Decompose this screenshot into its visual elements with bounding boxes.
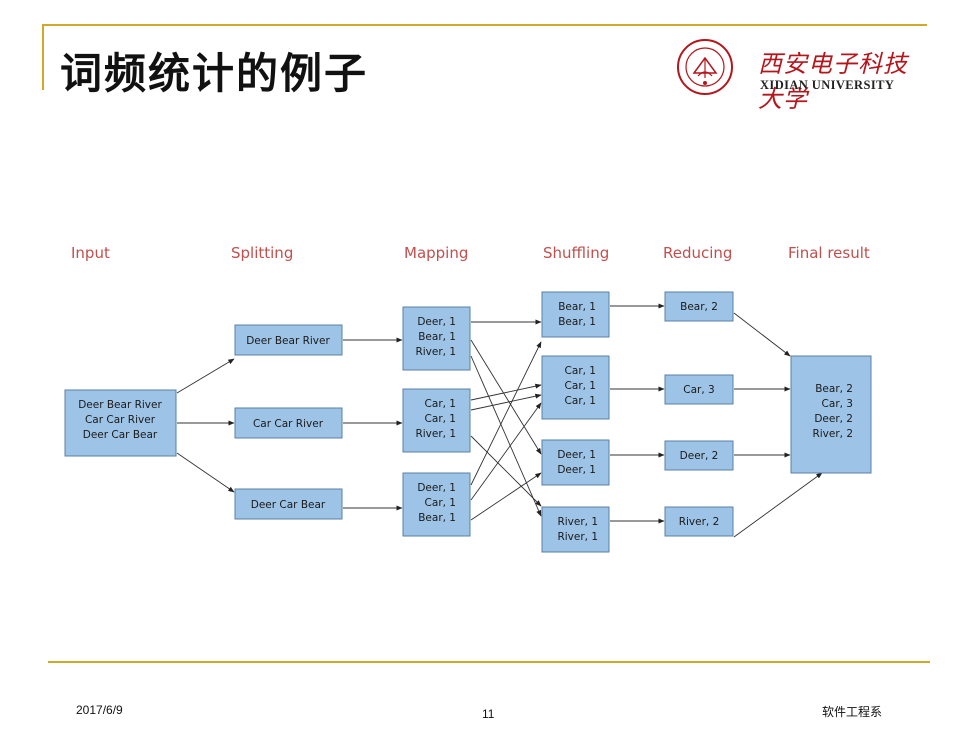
reduce-box-deer: Deer, 2 [664,440,734,471]
final-pair: Car, 3 [822,398,853,410]
shuffle-pair: Bear, 1 [558,301,596,313]
slide-title: 词频统计的例子 [60,49,369,98]
edge-map1-deer [470,339,542,455]
shuffle-pair: Car, 1 [565,365,596,377]
shuffle-pair: River, 1 [557,531,598,543]
input-box: Deer Bear River Car Car River Deer Car B… [64,389,177,457]
stage-label-mapping: Mapping [404,244,468,262]
final-pair: Bear, 2 [815,383,853,395]
edge-map3-bear [470,341,542,486]
edge-reduce-river-final [733,472,823,538]
shuffle-pair: Deer, 1 [557,464,596,476]
edge-input-split3 [176,452,235,493]
edge-map3-car [470,402,542,501]
edge-map2-car-a [470,383,542,401]
footer-department: 软件工程系 [822,705,883,719]
input-line: Car Car River [85,414,156,426]
map-pair: Deer, 1 [417,482,456,494]
split-box-2: Car Car River [234,407,343,439]
map-pair: Car, 1 [425,398,456,410]
split-text: Deer Car Bear [251,499,326,511]
edges [176,303,823,538]
map-pair: River, 1 [415,346,456,358]
stage-label-splitting: Splitting [231,244,293,262]
map-pair: River, 1 [415,428,456,440]
edge-map3-deer [470,472,542,521]
shuffle-box-bear: Bear, 1 Bear, 1 [541,291,610,338]
bottom-rule [48,661,930,663]
shuffle-box-river: River, 1 River, 1 [541,506,610,553]
map-pair: Bear, 1 [418,331,456,343]
footer-date: 2017/6/9 [76,703,123,717]
map-pair: Car, 1 [425,497,456,509]
shuffle-box-deer: Deer, 1 Deer, 1 [541,439,610,486]
edge-map2-river [470,435,542,507]
final-pair: Deer, 2 [814,413,853,425]
reduce-pair: Car, 3 [683,384,714,396]
university-name-en: XIDIAN UNIVERSITY [760,78,895,92]
stage-label-shuffling: Shuffling [543,244,609,262]
reduce-pair: Bear, 2 [680,301,718,313]
stage-label-reducing: Reducing [663,244,732,262]
title-accent-bar [42,24,44,90]
map-box-3: Deer, 1 Car, 1 Bear, 1 [402,472,471,537]
split-text: Deer Bear River [246,335,330,347]
map-pair: Bear, 1 [418,512,456,524]
reduce-pair: River, 2 [679,516,720,528]
stage-label-final-result: Final result [788,244,870,262]
split-box-1: Deer Bear River [234,324,343,356]
split-box-3: Deer Car Bear [234,488,343,520]
reduce-box-bear: Bear, 2 [664,291,734,322]
university-name-cn: 西安电子科技大学 [758,50,908,113]
shuffle-pair: Car, 1 [565,380,596,392]
input-line: Deer Car Bear [83,429,158,441]
shuffle-box-car: Car, 1 Car, 1 Car, 1 [541,355,610,420]
shuffle-pair: Bear, 1 [558,316,596,328]
split-text: Car Car River [253,418,324,430]
final-pair: River, 2 [812,428,853,440]
edge-map2-car-b [470,393,542,411]
university-logo: 西安电子科技大学 XIDIAN UNIVERSITY [676,34,926,113]
top-rule [42,24,927,26]
edge-reduce-bear-final [733,312,791,357]
footer-page-number: 11 [482,707,495,721]
shuffle-pair: Deer, 1 [557,449,596,461]
map-pair: Car, 1 [425,413,456,425]
reduce-pair: Deer, 2 [680,450,719,462]
stage-label-input: Input [71,244,110,262]
map-pair: Deer, 1 [417,316,456,328]
input-line: Deer Bear River [78,399,162,411]
map-box-2: Car, 1 Car, 1 River, 1 [402,388,471,453]
map-box-1: Deer, 1 Bear, 1 River, 1 [402,306,471,371]
edge-map1-river [470,355,542,517]
shuffle-pair: Car, 1 [565,395,596,407]
edge-input-split1 [176,358,235,394]
university-seal-icon [677,39,733,95]
reduce-box-river: River, 2 [664,506,734,537]
shuffle-pair: River, 1 [557,516,598,528]
reduce-box-car: Car, 3 [664,374,734,405]
final-result-box: Bear, 2 Car, 3 Deer, 2 River, 2 [790,355,872,474]
